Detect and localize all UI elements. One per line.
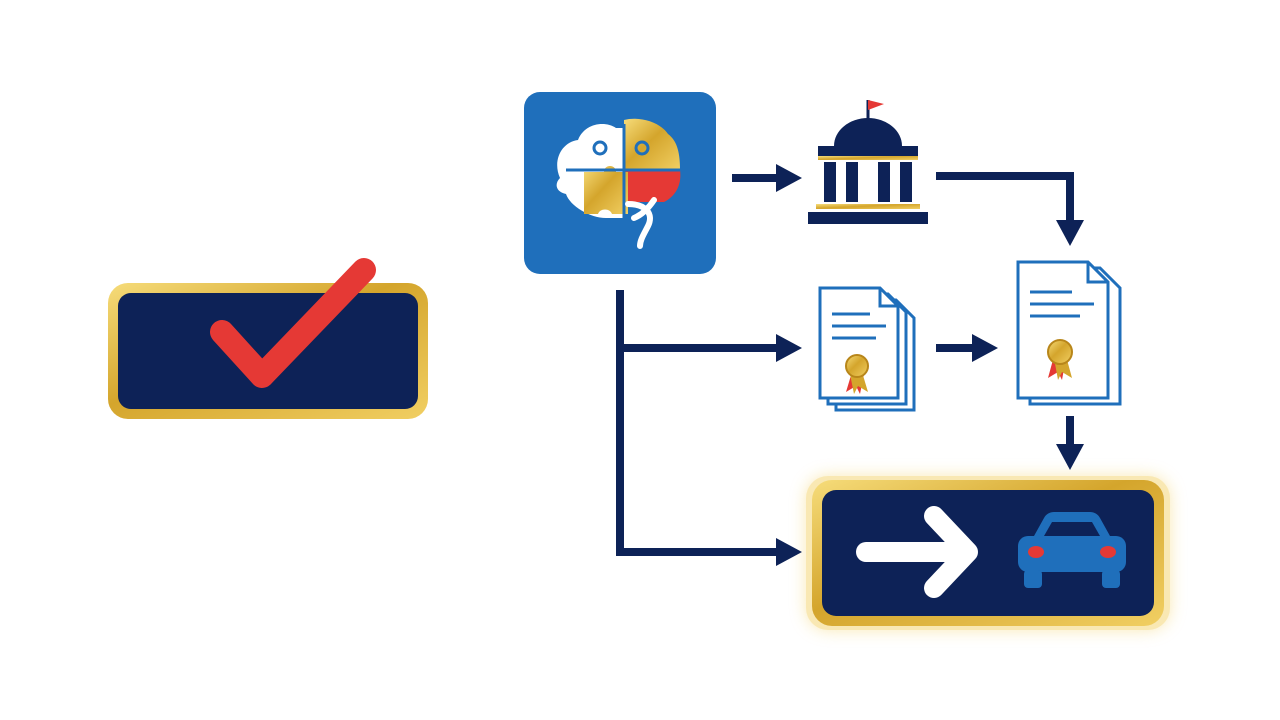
certificate-document-icon [1016, 260, 1122, 406]
arrowhead-icon [776, 334, 802, 362]
edge-brain-to-building [732, 164, 802, 192]
government-building [808, 100, 928, 224]
edge-brain-to-drive-panel [616, 538, 802, 566]
arrowhead-icon [1056, 444, 1084, 470]
arrowhead-icon [1056, 220, 1084, 246]
capitol-building-icon [808, 100, 928, 224]
approved-badge [108, 258, 428, 419]
edge-certified-document-to-drive-panel [1056, 416, 1084, 470]
certified-document [1016, 260, 1122, 406]
edge-brain-to-certificate-stack [620, 334, 802, 362]
arrowhead-icon [972, 334, 998, 362]
certificate-stack [818, 286, 916, 412]
edge-building-to-certified-document [936, 172, 1084, 246]
brain-puzzle-icon [556, 118, 681, 249]
checkmark-icon [210, 258, 376, 388]
car-icon [1018, 512, 1126, 588]
arrowhead-icon [776, 538, 802, 566]
certificate-documents-icon [818, 286, 916, 412]
arrowhead-icon [776, 164, 802, 192]
edge-certificate-stack-to-certified-document [936, 334, 998, 362]
drive-forward-panel [806, 476, 1170, 630]
brain-puzzle-tile [524, 92, 716, 274]
right-arrow-icon [856, 506, 978, 598]
